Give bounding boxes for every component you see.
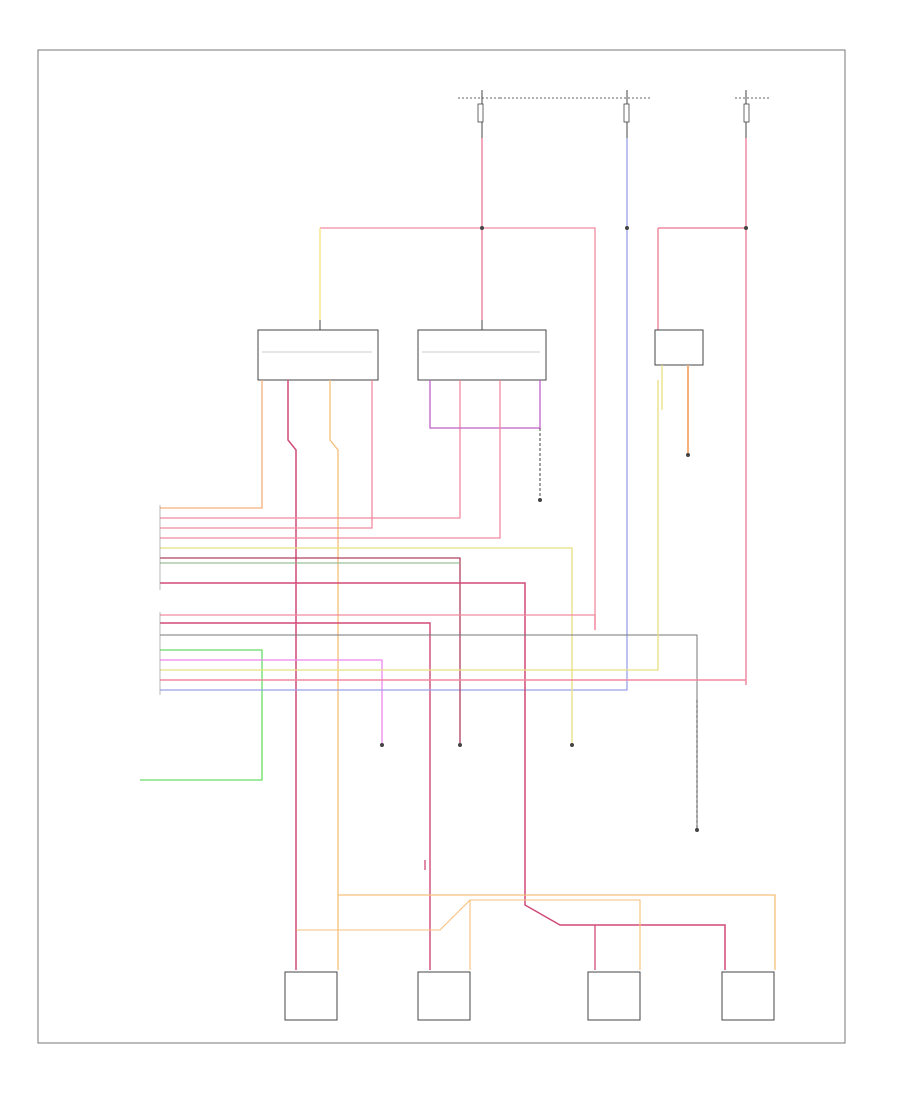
fuse-block-center bbox=[500, 90, 650, 138]
wires-center-module-down bbox=[160, 380, 541, 539]
ground-dots bbox=[380, 453, 690, 747]
lock-motor-2 bbox=[417, 971, 471, 1021]
diagram-frame bbox=[37, 49, 846, 1044]
lock-motor-1 bbox=[284, 971, 338, 1021]
relay-module-right bbox=[654, 329, 704, 366]
harness-lower-group bbox=[140, 380, 746, 970]
fuse-block-left bbox=[458, 90, 500, 138]
wire-top-bus bbox=[319, 226, 748, 630]
switch-module-left bbox=[257, 320, 379, 381]
fuse-block-right bbox=[735, 90, 770, 138]
wires-left-module-down bbox=[160, 380, 373, 930]
relay-output-wires bbox=[661, 365, 689, 455]
wire-feed-center-blue bbox=[440, 138, 628, 691]
lock-motor-4 bbox=[721, 971, 775, 1021]
bottom-harness bbox=[295, 860, 776, 970]
lock-motor-3 bbox=[587, 971, 641, 1021]
ground-dashed-right bbox=[695, 700, 699, 832]
switch-module-center bbox=[417, 320, 547, 381]
